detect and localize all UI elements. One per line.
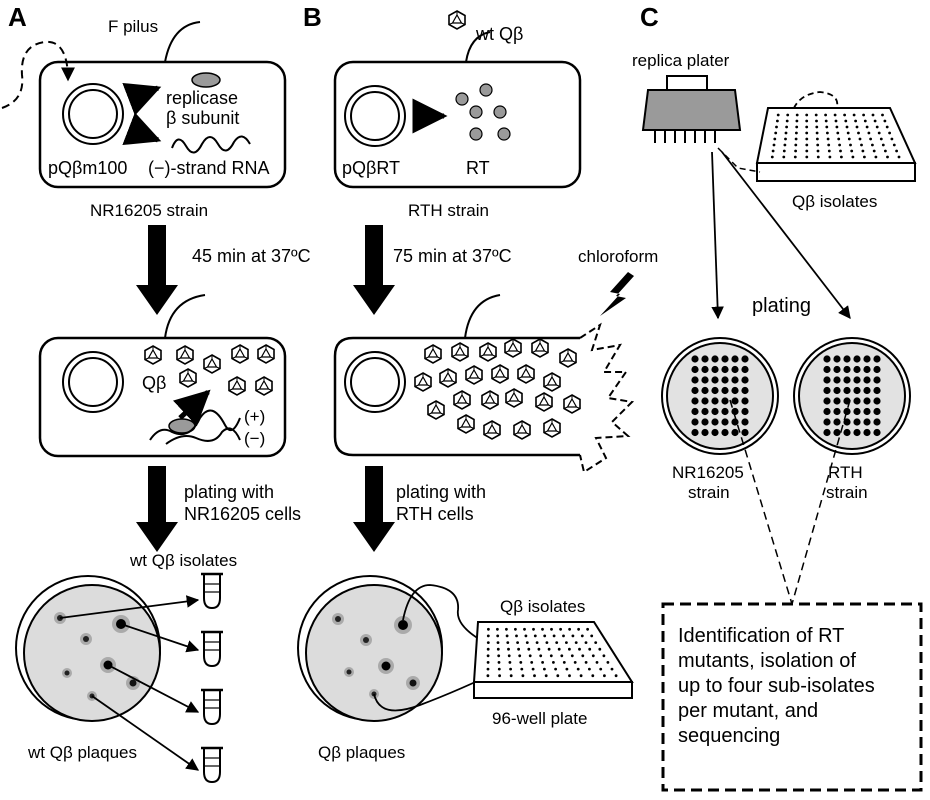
result-line-4: per mutant, and <box>678 700 818 722</box>
plating-label-b2: RTH cells <box>396 504 474 524</box>
strain-label: NR16205 strain <box>90 201 208 220</box>
strain-a-label-2: strain <box>688 483 730 502</box>
wt-qb-label: wt Qβ <box>475 24 523 44</box>
qb-isolates-label-b: Qβ isolates <box>500 597 585 616</box>
minus-strand-label: (−)-strand RNA <box>148 158 270 178</box>
rt-label: RT <box>466 158 490 178</box>
panel-a-letter: A <box>8 2 27 32</box>
wt-qb-phage <box>448 10 466 30</box>
lysis-edge <box>579 322 635 474</box>
replicase-label: replicase <box>166 88 238 108</box>
plating-label-1: plating with <box>184 482 274 502</box>
panel-b-letter: B <box>303 2 322 32</box>
result-line-5: sequencing <box>678 725 780 747</box>
step-arrow-b2 <box>353 466 395 552</box>
qb-label: Qβ <box>142 373 166 393</box>
plate-label: 96-well plate <box>492 709 587 728</box>
replica-plater <box>641 75 742 143</box>
plating-label-2: NR16205 cells <box>184 504 301 524</box>
strain-b-label-2: strain <box>826 483 868 502</box>
replica-plater-label: replica plater <box>632 51 730 70</box>
qb-plaques-label: Qβ plaques <box>318 743 405 762</box>
chloroform-label: chloroform <box>578 247 658 266</box>
panel-c: C replica plater Qβ isolates plating <box>632 2 923 792</box>
result-line-2: mutants, isolation of <box>678 650 856 672</box>
panel-c-letter: C <box>640 2 659 32</box>
step-arrow-2 <box>136 466 178 552</box>
rth-cell-top <box>333 60 582 189</box>
plating-label-b1: plating with <box>396 482 486 502</box>
f-pilus-label: F pilus <box>108 17 158 36</box>
panel-b: B wt Qβ pQβRT RT RTH strain 75 min at 37… <box>297 2 658 762</box>
plus-strand-label: (+) <box>244 407 265 426</box>
rt-proteins <box>455 83 511 141</box>
f-pilus <box>164 21 201 63</box>
plasmid-label: pQβm100 <box>48 158 127 178</box>
strain-b-label-1: RTH <box>828 463 863 482</box>
result-line-1: Identification of RT <box>678 625 844 647</box>
transformation-arrow <box>1 40 75 109</box>
qb-isolates-plate-c <box>755 107 917 182</box>
replicase-protein <box>191 72 221 88</box>
pqbrt-label: pQβRT <box>342 158 400 178</box>
minus-strand-label-2: (−) <box>244 429 265 448</box>
incubation-label-b: 75 min at 37ºC <box>393 246 512 266</box>
96-well-plate <box>472 621 634 699</box>
step-arrow-b1 <box>353 225 395 315</box>
incubation-label: 45 min at 37ºC <box>192 246 311 266</box>
beta-subunit-label: β subunit <box>166 108 239 128</box>
plaques-b <box>332 613 420 699</box>
step-arrow-1 <box>136 225 178 315</box>
result-line-3: up to four sub-isolates <box>678 675 875 697</box>
strain-a-label-1: NR16205 <box>672 463 744 482</box>
f-pilus-2 <box>164 294 206 339</box>
rth-strain-label: RTH strain <box>408 201 489 220</box>
tubes-a <box>199 572 225 784</box>
panel-a: A F pilus replicase β subunit pQβm100 (−… <box>1 2 311 784</box>
lightning-icon <box>600 272 634 316</box>
wt-isolates-label: wt Qβ isolates <box>129 551 237 570</box>
plating-label-c: plating <box>752 295 811 317</box>
minus-strand-rna <box>171 135 251 154</box>
result-box <box>661 602 923 792</box>
wt-plaques-label: wt Qβ plaques <box>27 743 137 762</box>
qb-isolates-label-c: Qβ isolates <box>792 192 877 211</box>
